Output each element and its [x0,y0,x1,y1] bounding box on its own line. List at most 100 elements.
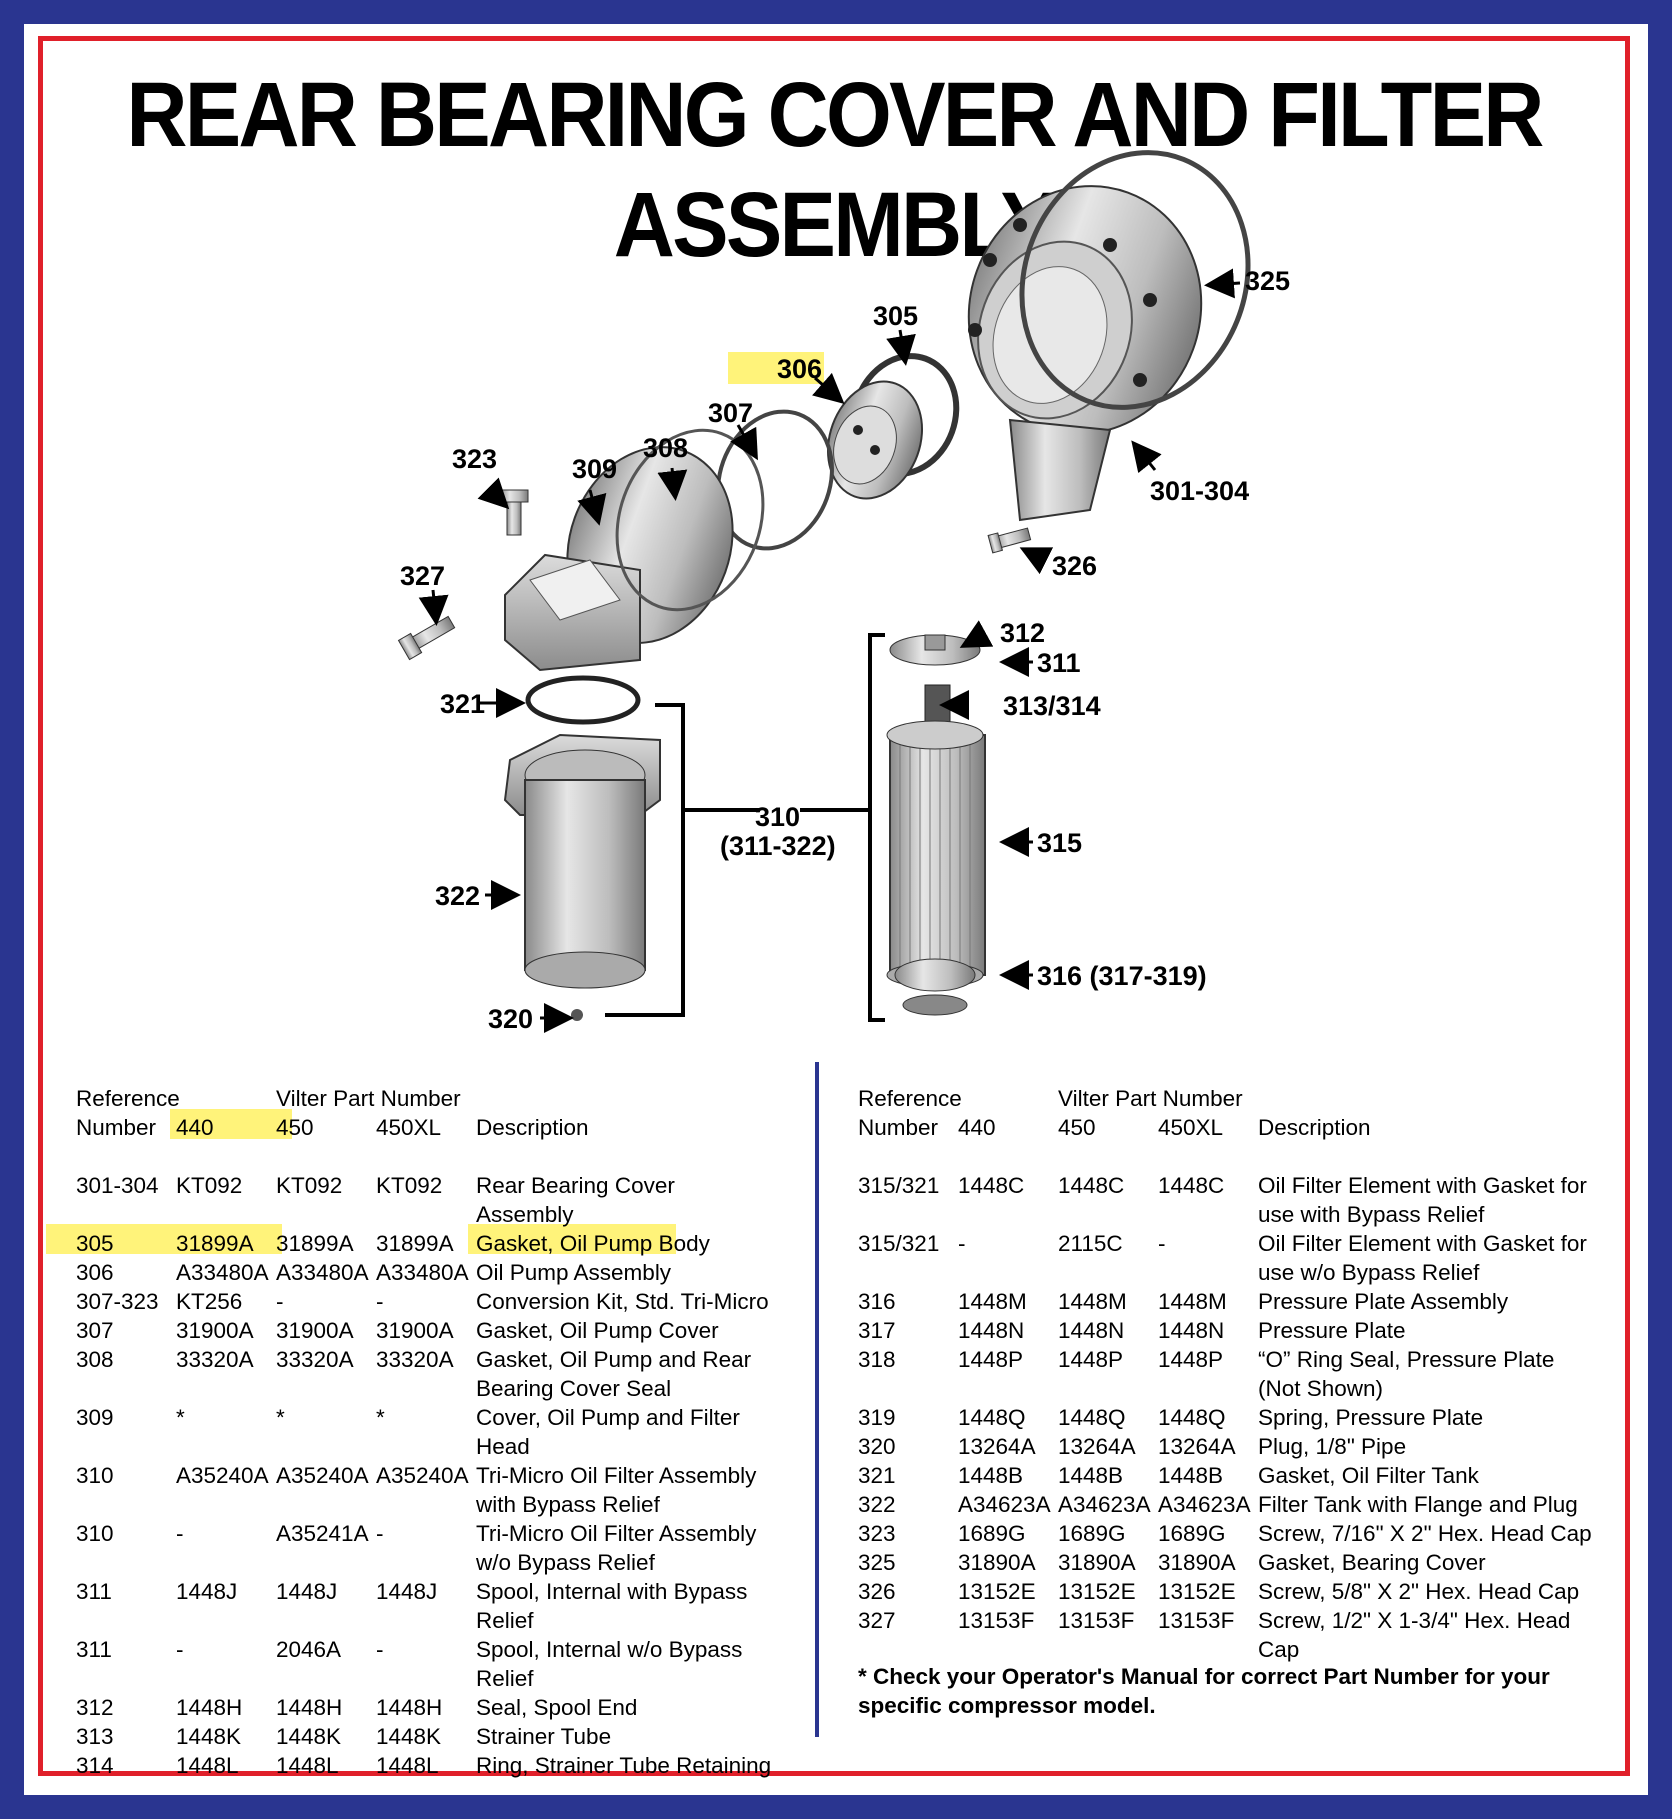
header-440: 440 [176,1115,214,1140]
part-440-cell: A34623A [958,1492,1051,1517]
description-cell: Tri-Micro Oil Filter Assembly w/o Bypass… [476,1521,757,1575]
part-450-cell: 1448M [1058,1289,1127,1314]
part-440-cell: 31899A [176,1231,254,1256]
header-row-2: Number 440 450 450XL Description [858,1113,1618,1142]
part-450-cell: A33480A [276,1260,369,1285]
callout-316: 316 (317-319) [1037,961,1207,991]
callout-arrows [418,268,1241,1033]
description-cell: Pressure Plate Assembly [1258,1289,1509,1314]
part-450-cell: A35241A [276,1521,369,1546]
part-450xl-cell: KT092 [376,1173,443,1198]
description-cell: Screw, 5/8" X 2" Hex. Head Cap [1258,1579,1580,1604]
part-440-cell: 31890A [958,1550,1036,1575]
description-cell: Tri-Micro Oil Filter Assembly with Bypas… [476,1463,757,1517]
header-450: 450 [276,1115,314,1140]
header-reference: Reference [858,1086,962,1111]
part-450-cell: 1448C [1058,1173,1125,1198]
ref-cell: 313 [76,1724,114,1749]
part-440-cell: 1448H [176,1695,243,1720]
description-cell: Oil Pump Assembly [476,1260,672,1285]
part-450xl-cell: - [376,1637,384,1662]
footnote: * Check your Operator's Manual for corre… [858,1664,1550,1718]
description-cell: Ring, Strainer Tube Retaining [476,1753,772,1778]
filter-element-stack [886,634,986,1016]
part-450xl-cell: 1448M [1158,1289,1227,1314]
callout-307: 307 [708,398,753,428]
ref-cell: 325 [858,1550,896,1575]
table-divider [815,1062,819,1737]
part-450xl-cell: 1448L [376,1753,439,1778]
part-440-cell: KT092 [176,1173,243,1198]
filter-tank [503,733,661,989]
part-450-cell: 31900A [276,1318,354,1343]
callout-312: 312 [1000,618,1045,648]
part-440-cell: 1689G [958,1521,1026,1546]
part-450-cell: - [276,1289,284,1314]
ref-cell: 319 [858,1405,896,1430]
description-cell: Oil Filter Element with Gasket for use w… [1258,1231,1587,1285]
part-440-cell: - [176,1521,184,1546]
parts-table-left: Reference Vilter Part Number Number 440 … [46,1084,796,1780]
part-450xl-cell: 33320A [376,1347,454,1372]
callout-305: 305 [873,301,918,331]
part-450xl-cell: 13153F [1158,1608,1235,1633]
description-cell: Pressure Plate [1258,1318,1406,1343]
bearing-cover-gasket [1019,150,1251,410]
rear-bearing-cover-seal-gasket [615,428,765,612]
red-border [38,36,1630,1776]
callout-315: 315 [1037,828,1082,858]
oil-pump-cover-gasket [716,409,834,551]
part-450xl-cell: A33480A [376,1260,469,1285]
part-450-cell: 13264A [1058,1434,1136,1459]
ref-cell: 314 [76,1753,114,1778]
description-cell: Conversion Kit, Std. Tri-Micro [476,1289,769,1314]
ref-cell: 327 [858,1608,896,1633]
callout-327: 327 [400,561,445,591]
rear-bearing-cover-housing [967,185,1203,522]
ref-cell: 321 [858,1463,896,1488]
callout-311: 311 [1037,648,1081,678]
ref-cell: 311 [76,1579,112,1604]
description-cell: Spring, Pressure Plate [1258,1405,1484,1430]
header-440: 440 [958,1115,996,1140]
part-450-cell: 1448B [1058,1463,1124,1488]
part-440-cell: * [176,1405,185,1430]
part-440-cell: 1448M [958,1289,1027,1314]
description-cell: Strainer Tube [476,1724,612,1749]
part-450-cell: 1448J [276,1579,338,1604]
header-450: 450 [1058,1115,1096,1140]
header-450xl: 450XL [376,1115,442,1140]
part-450-cell: A34623A [1058,1492,1151,1517]
description-cell: Plug, 1/8" Pipe [1258,1434,1407,1459]
ref-cell: 307-323 [76,1289,159,1314]
ref-cell: 323 [858,1521,896,1546]
callout-323: 323 [452,444,497,474]
part-440-cell: 13152E [958,1579,1036,1604]
part-440-cell: 1448P [958,1347,1024,1372]
screw-323 [499,489,529,536]
part-450xl-cell: - [1158,1231,1166,1256]
part-440-cell: - [958,1231,966,1256]
highlight-oil-pump-desc [468,1224,676,1254]
description-cell: Gasket, Oil Pump and Rear Bearing Cover … [476,1347,752,1401]
highlight-306-callout [728,352,824,384]
ref-cell: 318 [858,1347,896,1372]
ref-cell: 305 [76,1231,114,1256]
description-cell: Spool, Internal with Bypass Relief [476,1579,748,1633]
part-450xl-cell: 1689G [1158,1521,1226,1546]
ref-cell: 315/321 [858,1173,940,1198]
part-440-cell: 1448Q [958,1405,1026,1430]
part-440-cell: 13264A [958,1434,1036,1459]
part-450xl-cell: 13152E [1158,1579,1236,1604]
part-440-cell: 1448B [958,1463,1024,1488]
ref-cell: 316 [858,1289,896,1314]
